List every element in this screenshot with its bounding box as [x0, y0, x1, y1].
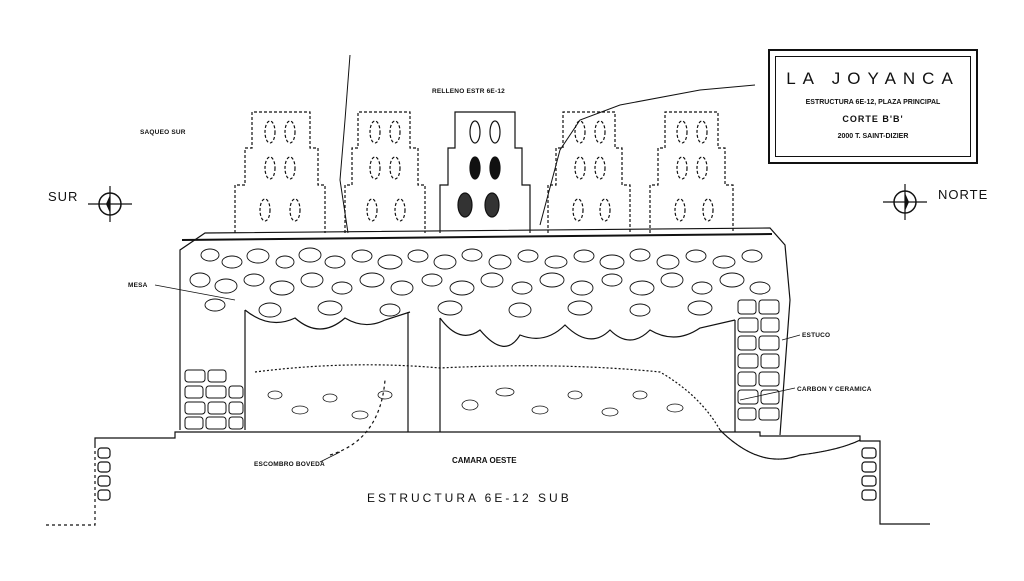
leader-carbon: [739, 387, 796, 401]
platform-outline: [179, 227, 791, 436]
chamber-rubble: [267, 387, 684, 420]
credit: 2000 T. SAINT-DIZIER: [837, 133, 909, 140]
ground-line: [94, 431, 930, 525]
floor-line: [181, 233, 773, 241]
title-block-inner: LA JOYANCA ESTRUCTURA 6E-12, PLAZA PRINC…: [775, 56, 971, 157]
superstructure-center: [439, 111, 531, 233]
compass-right: [883, 184, 927, 220]
label-mesa: MESA: [128, 282, 148, 289]
label-south: SUR: [48, 189, 78, 204]
leader-escombro: [319, 451, 341, 463]
superstructure-1: [234, 111, 326, 233]
structure-name: ESTRUCTURA 6E-12, PLAZA PRINCIPAL: [805, 99, 941, 106]
right-masonry: [861, 447, 877, 501]
label-relleno: RELLENO ESTR 6E-12: [432, 88, 505, 95]
superstructure-2: [344, 111, 426, 233]
escombro-arc: [329, 379, 386, 456]
left-masonry: [97, 447, 111, 501]
east-arc: [719, 429, 861, 460]
ground-left-edge: [45, 445, 96, 526]
looting-trench: [339, 54, 351, 234]
label-estuco: ESTUCO: [802, 332, 830, 339]
label-escombro: ESCOMBRO BOVEDA: [254, 461, 325, 468]
label-carbon: CARBON Y CERAMICA: [797, 386, 872, 393]
superstructure-5: [649, 111, 734, 233]
left-pier-stones: [184, 369, 244, 430]
right-pier-stones: [737, 299, 780, 421]
site-name: LA JOYANCA: [786, 69, 960, 88]
label-camara: CAMARA OESTE: [452, 456, 517, 465]
section-name: CORTE B'B': [842, 114, 904, 124]
bottom-title: ESTRUCTURA 6E-12 SUB: [367, 491, 572, 505]
rubble-mound: [254, 364, 721, 431]
center-pillar: [407, 312, 441, 432]
superstructure-4: [547, 111, 631, 233]
title-block: LA JOYANCA ESTRUCTURA 6E-12, PLAZA PRINC…: [768, 49, 978, 164]
leader-mesa: [154, 284, 236, 301]
rubble-fill: [189, 247, 771, 318]
looting-trench-right: [539, 84, 756, 226]
label-saqueo: SAQUEO SUR: [140, 129, 186, 136]
leader-estuco: [781, 334, 801, 341]
label-north: NORTE: [938, 187, 988, 202]
compass-left: [88, 186, 132, 222]
vault-underside: [244, 309, 736, 347]
